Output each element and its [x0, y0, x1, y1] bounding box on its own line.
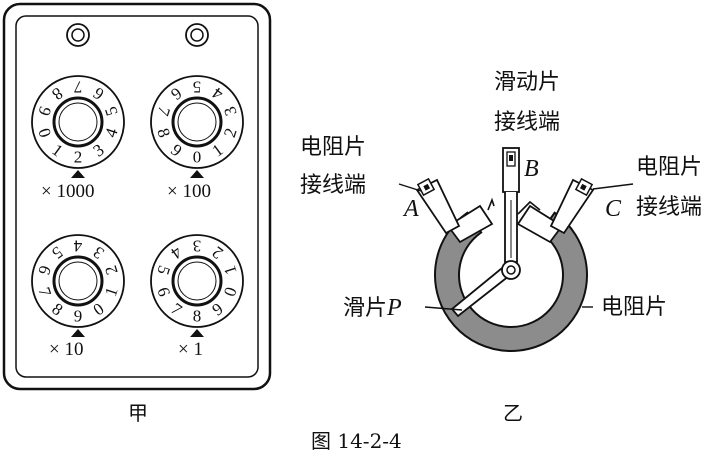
dial-digit: 9: [74, 307, 83, 326]
leader-p: [424, 306, 463, 311]
terminal-arm-a: [415, 177, 495, 244]
label-slider-terminal-line1: 滑动片: [494, 70, 561, 95]
label-point-c: C: [605, 196, 622, 222]
dial-knob: [171, 255, 223, 307]
label-point-b: B: [524, 156, 539, 182]
label-resistor-terminal-left-line2: 接线端: [300, 173, 367, 198]
dial-knob: [52, 255, 104, 307]
multiplier-thousands: × 1000: [41, 181, 95, 202]
label-resistor: 电阻片: [601, 295, 668, 320]
terminal-left: [66, 23, 90, 47]
multiplier-hundreds: × 100: [167, 181, 211, 202]
dial-knob: [171, 96, 223, 148]
dial-digit: 3: [193, 237, 202, 256]
figure-caption: 图 14-2-4: [311, 429, 402, 453]
slider-p: [450, 260, 521, 318]
label-resistor-terminal-right-line2: 接线端: [636, 195, 703, 220]
leader-c: [592, 183, 634, 190]
dial-pointer-icon: [71, 170, 85, 178]
dial-digit: 4: [73, 237, 82, 256]
dial-digit: 8: [193, 307, 202, 326]
label-point-a: A: [404, 196, 419, 222]
dial-digit: 5: [193, 78, 202, 97]
terminal-arm-c: [516, 177, 595, 244]
dial-pointer-icon: [190, 329, 204, 337]
label-resistor-terminal-right-line1: 电阻片: [636, 155, 703, 180]
dial-pointer-icon: [71, 329, 85, 337]
dial-digit: 0: [193, 148, 202, 167]
multiplier-ones: × 1: [178, 339, 203, 360]
label-slider-terminal-line2: 接线端: [494, 110, 561, 135]
label-slider-text: 滑片: [343, 296, 388, 321]
caption-panel-a: 甲: [128, 401, 148, 425]
dial-knob: [52, 96, 104, 148]
label-slider: 滑片P: [343, 295, 402, 322]
leader-a: [398, 183, 422, 192]
multiplier-tens: × 10: [49, 339, 84, 360]
dial-pointer-icon: [190, 170, 204, 178]
dial-digit: 2: [74, 148, 83, 167]
label-resistor-terminal-left-line1: 电阻片: [300, 135, 367, 160]
terminal-right: [185, 23, 209, 47]
caption-panel-b: 乙: [503, 401, 523, 425]
dial-digit: 7: [73, 78, 82, 97]
label-slider-letter: P: [387, 295, 402, 321]
potentiometer: [398, 147, 634, 352]
terminal-arm-b: [502, 147, 520, 263]
resistance-box-outer: [2, 2, 272, 391]
resistance-box-inner: [15, 15, 259, 378]
